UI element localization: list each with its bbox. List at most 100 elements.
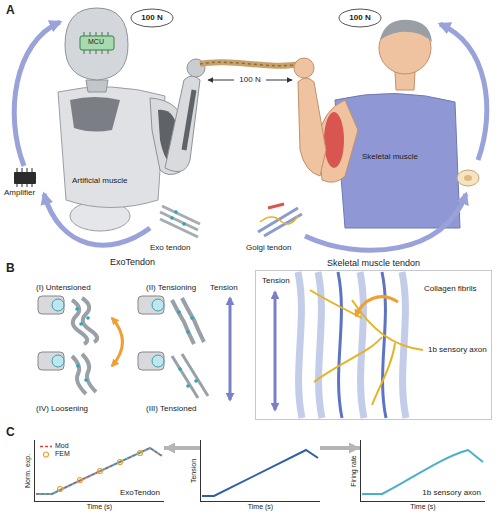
axis-label: Norm. exp. bbox=[24, 453, 32, 487]
cycle-arrow bbox=[356, 297, 398, 316]
illustration-panel: Skeletal muscle tendon bbox=[255, 270, 492, 420]
force-arrow bbox=[266, 80, 292, 81]
exotendon-state bbox=[138, 296, 164, 314]
exotendon-icon bbox=[170, 216, 174, 220]
bubble-outline bbox=[339, 9, 381, 27]
force-arrow bbox=[208, 80, 292, 81]
plot-curve bbox=[78, 478, 83, 483]
exotendon-state bbox=[75, 307, 79, 311]
loop-arrow bbox=[14, 22, 60, 166]
collagen-fibril bbox=[338, 272, 342, 418]
axis-label: Tension bbox=[210, 283, 238, 292]
axis-label: Time (s) bbox=[361, 503, 485, 511]
exotendon-state bbox=[38, 296, 64, 314]
bubble-outline bbox=[130, 8, 174, 28]
rope bbox=[200, 62, 300, 65]
mcu-chip bbox=[84, 32, 108, 54]
part-label: Amplifier bbox=[4, 188, 35, 197]
human-figure bbox=[395, 72, 415, 90]
rope bbox=[200, 62, 300, 65]
spinal-cord-icon bbox=[457, 170, 479, 186]
loop-arrow bbox=[44, 194, 150, 245]
part-label: Golgi tendon bbox=[246, 243, 291, 252]
collagen-fibril bbox=[360, 272, 364, 418]
human-figure bbox=[298, 78, 326, 176]
legend-entry: Mod bbox=[40, 442, 70, 450]
exotendon-state bbox=[182, 298, 204, 342]
plot-curve bbox=[36, 448, 162, 494]
exotendon-state bbox=[86, 316, 90, 320]
force-value: 100 N bbox=[130, 8, 174, 27]
speech-bubble: 100 N bbox=[338, 8, 382, 28]
amplifier-chip bbox=[17, 168, 32, 187]
exotendon-state bbox=[138, 352, 164, 370]
exotendon-state bbox=[172, 356, 198, 398]
exotendon-state bbox=[79, 322, 83, 326]
loop-arrow bbox=[14, 22, 487, 250]
exotendon-state bbox=[52, 355, 64, 367]
robot-figure bbox=[65, 8, 128, 80]
part-label: Artificial muscle bbox=[72, 176, 128, 185]
mcu-chip bbox=[80, 32, 114, 54]
cycle-arrow bbox=[112, 318, 123, 366]
plot-curve bbox=[362, 450, 483, 494]
exotendon-state bbox=[177, 310, 181, 314]
human-figure bbox=[380, 20, 432, 42]
flow-arrow bbox=[320, 446, 360, 450]
tension-arrow bbox=[229, 298, 232, 400]
exotendon-state bbox=[82, 354, 96, 392]
plot-curve bbox=[36, 448, 483, 496]
force-arrow bbox=[208, 80, 234, 81]
robot-figure bbox=[70, 97, 120, 132]
human-figure bbox=[294, 20, 460, 228]
legend-sample bbox=[40, 451, 52, 458]
panel-heading: ExoTendon bbox=[20, 257, 245, 267]
exotendon-state bbox=[38, 352, 64, 370]
exotendon-state bbox=[152, 355, 164, 367]
axis-label: Time (s) bbox=[201, 503, 320, 511]
exotendon-icon bbox=[174, 210, 178, 214]
exotendon-state bbox=[138, 296, 204, 344]
exotendon-state bbox=[72, 356, 86, 394]
robot-figure bbox=[58, 87, 165, 208]
human-figure bbox=[294, 58, 314, 78]
plot-title: ExoTendon bbox=[120, 488, 160, 497]
exotendon-state bbox=[186, 384, 190, 388]
state-label: (IV) Loosening bbox=[36, 404, 88, 413]
amplifier-chip bbox=[14, 172, 36, 184]
plot-curve bbox=[98, 469, 103, 474]
cycle-arrow bbox=[112, 318, 123, 366]
plot-curve bbox=[58, 487, 63, 492]
robot-figure bbox=[58, 8, 205, 231]
exotendon-state bbox=[172, 300, 194, 344]
panel-letter: C bbox=[6, 426, 15, 440]
plot-curve bbox=[202, 450, 318, 496]
axis-label: Firing rate bbox=[350, 455, 358, 487]
spinal-cord-icon bbox=[464, 175, 472, 181]
exotendon-state bbox=[194, 379, 198, 383]
tension-arrow bbox=[230, 292, 275, 410]
part-label: MCU bbox=[88, 38, 104, 46]
plot-panel: Norm. exp.Time (s)ExoTendon bbox=[34, 440, 164, 502]
panel-heading: Skeletal muscle tendon bbox=[256, 258, 491, 268]
panel-letter: B bbox=[6, 262, 15, 276]
legend-entry: FEM bbox=[40, 450, 70, 458]
axis-label: Tension bbox=[190, 458, 198, 482]
exotendon-state bbox=[190, 316, 194, 320]
exotendon-state bbox=[186, 330, 190, 334]
robot-figure bbox=[86, 80, 108, 92]
exotendon-state bbox=[182, 354, 208, 396]
exotendon-state bbox=[84, 378, 88, 382]
tension-arrow bbox=[274, 292, 277, 410]
state-label: (III) Tensioned bbox=[146, 404, 197, 413]
collagen-fibril bbox=[298, 272, 302, 418]
exotendon-icon bbox=[182, 222, 186, 226]
speech-bubble: 100 N bbox=[130, 8, 174, 28]
axis-label: Tension bbox=[262, 276, 290, 285]
human-figure bbox=[335, 93, 460, 228]
exotendon-icon bbox=[160, 206, 200, 237]
part-label: Collagen fibrils bbox=[424, 284, 476, 293]
spinal-cord-icon bbox=[457, 170, 479, 186]
exotendon-icon bbox=[162, 206, 200, 224]
